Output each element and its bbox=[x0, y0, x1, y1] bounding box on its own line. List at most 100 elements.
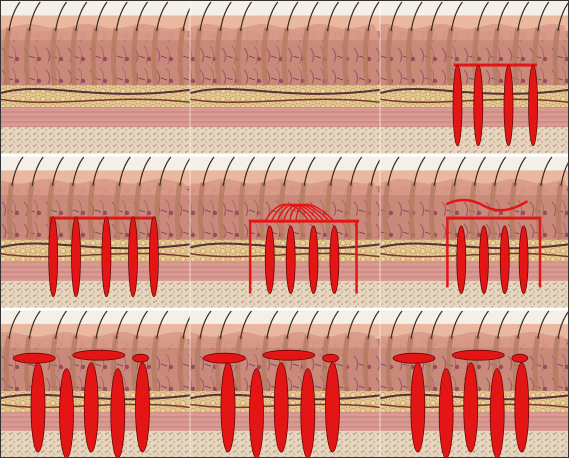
lesion-column bbox=[13, 353, 55, 363]
hair-follicle bbox=[515, 28, 518, 85]
lesion-column bbox=[263, 350, 315, 360]
hair-follicle bbox=[495, 28, 498, 85]
hair-follicle bbox=[535, 336, 538, 391]
lesion-column bbox=[102, 217, 111, 297]
lesion-column bbox=[73, 350, 125, 360]
hair-follicle bbox=[90, 183, 93, 240]
lesion-column bbox=[529, 65, 538, 146]
hair-follicle bbox=[325, 28, 328, 85]
hair-follicle bbox=[284, 28, 287, 85]
hair-follicle bbox=[264, 28, 267, 85]
lesion-column bbox=[474, 65, 483, 146]
hair-follicle bbox=[388, 336, 391, 391]
skin-cross-section bbox=[190, 0, 380, 155]
hair-follicle bbox=[197, 336, 200, 391]
lesion-column bbox=[203, 353, 245, 363]
hair-follicle bbox=[385, 183, 388, 240]
lesion-column bbox=[250, 369, 264, 458]
hair-follicle bbox=[238, 336, 241, 391]
hair-follicle bbox=[93, 28, 96, 85]
lesion-bar bbox=[446, 217, 541, 220]
hair-follicle bbox=[9, 183, 12, 240]
lesion-bar bbox=[446, 217, 449, 288]
lesion-column bbox=[60, 369, 74, 458]
panel-r3-c2 bbox=[190, 309, 380, 458]
hair-follicle bbox=[220, 183, 223, 240]
lesion-column bbox=[133, 354, 149, 362]
muscle-layer bbox=[190, 107, 380, 127]
panel-r1-c2 bbox=[190, 0, 380, 155]
hair-follicle bbox=[6, 28, 9, 85]
hair-follicle bbox=[558, 183, 561, 240]
lesion-column bbox=[286, 226, 295, 294]
hair-follicle bbox=[177, 183, 180, 240]
lesion-column bbox=[301, 369, 315, 458]
hair-follicle bbox=[365, 336, 368, 391]
lesion-column bbox=[221, 363, 235, 452]
hair-follicle bbox=[388, 28, 391, 85]
panel-r3-c1 bbox=[0, 309, 194, 458]
lesion-column bbox=[49, 217, 58, 297]
hair-follicle bbox=[29, 183, 32, 240]
lesion-bar bbox=[539, 217, 542, 288]
hair-follicle bbox=[134, 336, 137, 391]
hair-follicle bbox=[449, 28, 452, 85]
hair-follicle bbox=[345, 28, 348, 85]
lesion-bar bbox=[249, 220, 359, 223]
hair-follicle bbox=[348, 183, 351, 240]
fascia-layer bbox=[190, 281, 380, 309]
hair-follicle bbox=[492, 183, 495, 240]
hair-follicle bbox=[261, 183, 264, 240]
lesion-column bbox=[393, 353, 435, 363]
lesion-column bbox=[330, 226, 339, 294]
hair-follicle bbox=[411, 183, 414, 240]
lesion-column bbox=[500, 226, 509, 294]
hair-follicle bbox=[304, 28, 307, 85]
panel-r2-c1 bbox=[0, 155, 191, 309]
hair-follicle bbox=[26, 28, 29, 85]
fascia-layer bbox=[190, 127, 380, 155]
panel-r2-c3 bbox=[380, 155, 569, 309]
hair-follicle bbox=[197, 28, 200, 85]
lesion-column bbox=[453, 65, 462, 146]
lesion-column bbox=[84, 363, 98, 452]
muscle-layer bbox=[0, 107, 190, 127]
skin-cross-section bbox=[190, 155, 382, 309]
lesion-column bbox=[457, 226, 466, 294]
hair-follicle bbox=[180, 28, 183, 85]
lesion-column bbox=[129, 217, 138, 297]
lesion-bar bbox=[49, 217, 155, 220]
hair-follicle bbox=[73, 336, 76, 391]
lesion-column bbox=[323, 354, 339, 362]
hair-follicle bbox=[154, 28, 157, 85]
hair-follicle bbox=[53, 28, 56, 85]
fascia-layer bbox=[0, 281, 190, 309]
lesion-column bbox=[265, 226, 274, 294]
lesion-column bbox=[111, 369, 125, 458]
hair-follicle bbox=[200, 183, 203, 240]
hair-follicle bbox=[116, 183, 119, 240]
hair-follicle bbox=[134, 28, 137, 85]
hair-follicle bbox=[217, 28, 220, 85]
hair-follicle bbox=[180, 336, 183, 391]
hair-follicle bbox=[452, 183, 455, 240]
lesion-column bbox=[519, 226, 528, 294]
hair-follicle bbox=[428, 28, 431, 85]
hair-follicle bbox=[345, 336, 348, 391]
hair-follicle bbox=[428, 336, 431, 391]
lesion-column bbox=[504, 65, 513, 146]
lesion-column bbox=[149, 217, 158, 297]
lesion-column bbox=[479, 226, 488, 294]
lesion-column bbox=[72, 217, 81, 297]
hair-follicle bbox=[264, 336, 267, 391]
hair-follicle bbox=[555, 28, 558, 85]
lesion-column bbox=[464, 363, 478, 452]
lesion-column bbox=[490, 369, 504, 458]
muscle-layer bbox=[0, 261, 190, 281]
lesion-column bbox=[512, 354, 528, 362]
hair-follicle bbox=[555, 336, 558, 391]
hair-follicle bbox=[154, 336, 157, 391]
lesion-column bbox=[274, 363, 288, 452]
